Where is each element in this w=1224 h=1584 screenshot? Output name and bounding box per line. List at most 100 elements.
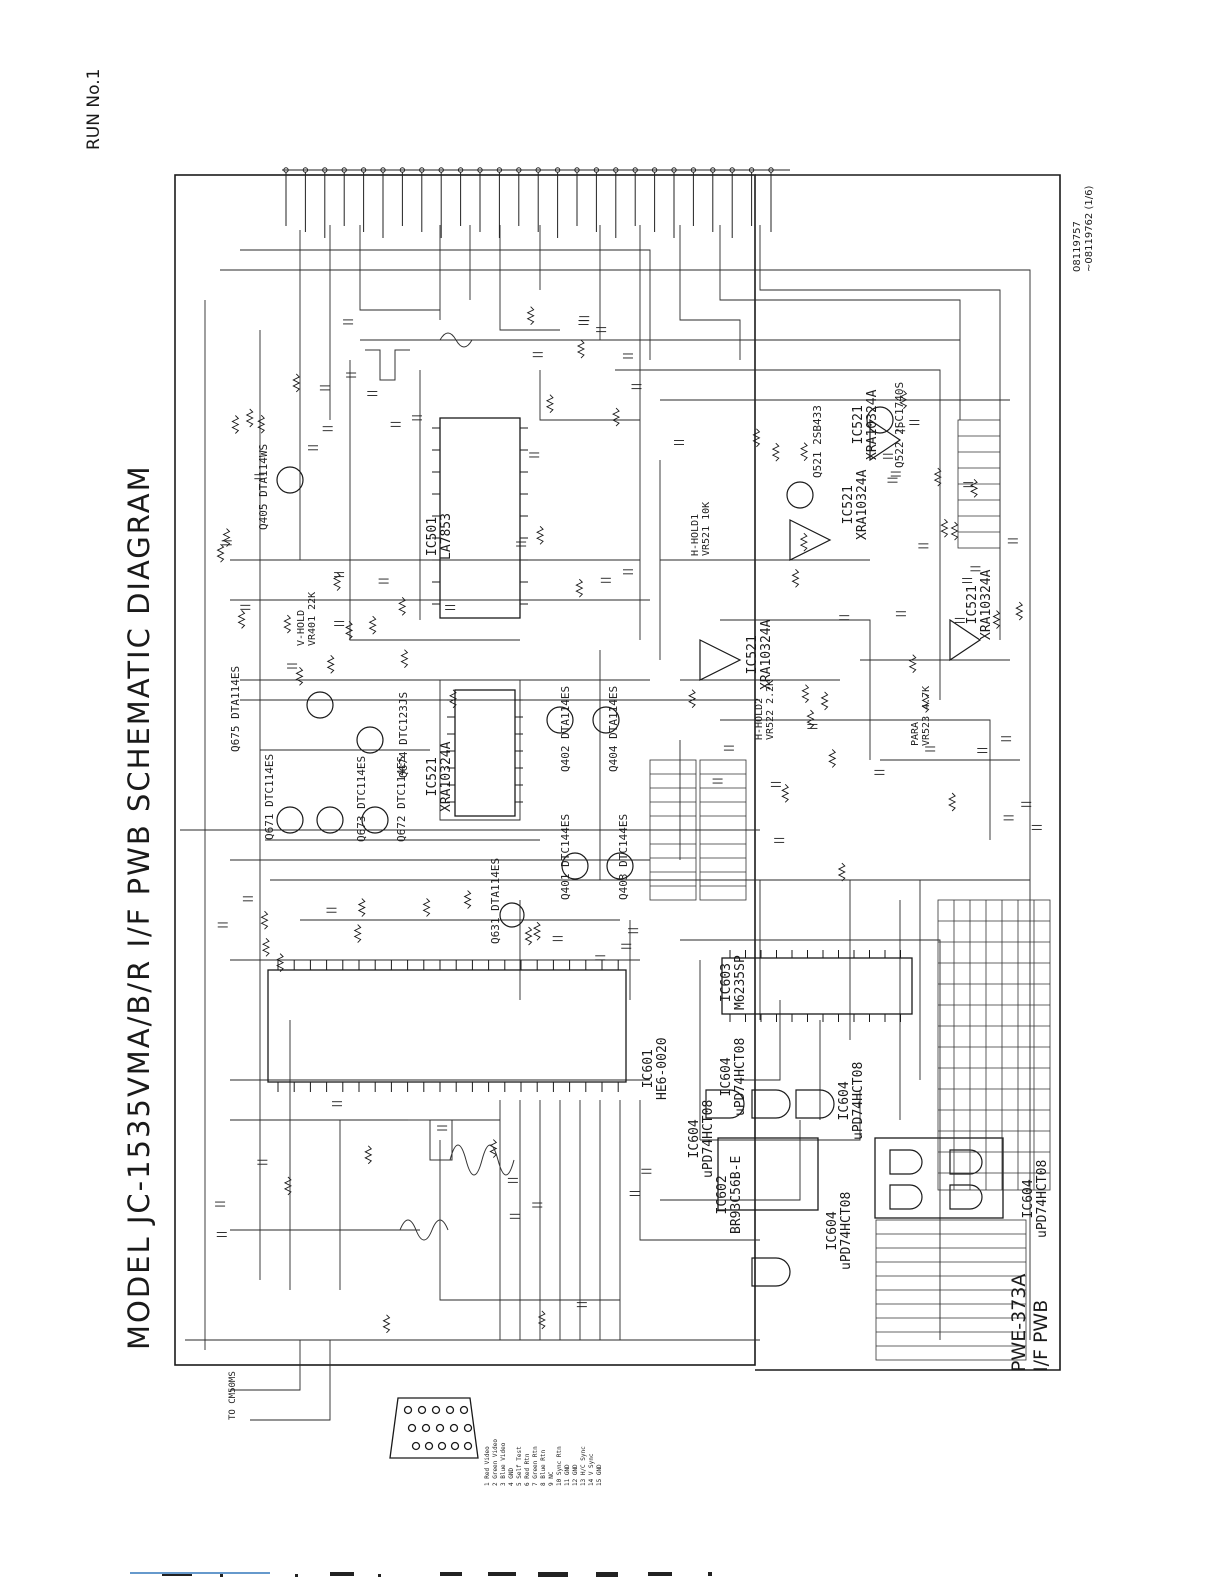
transistor-label: Q405 DTA114WS	[257, 443, 270, 530]
ic-ref: IC604	[837, 1081, 852, 1121]
opamp-symbols	[699, 418, 982, 681]
ic-ref: IC604	[687, 1119, 702, 1159]
ic-part: XRA10324A	[865, 389, 880, 460]
ic521-quad-body	[454, 689, 516, 817]
waveform-sketches	[365, 332, 515, 1241]
control-text: VR401 22K	[307, 591, 318, 646]
board-name: I/F PWB	[1030, 1299, 1052, 1372]
dsub-pin-label: 2 Green Video	[492, 1439, 499, 1486]
ic-ref: IC604	[825, 1211, 840, 1251]
connector-note: TO CM50MS	[228, 1371, 238, 1420]
control-text: H-HOLD2	[754, 697, 765, 740]
dsub-pin-label: 5 Self Test	[516, 1446, 523, 1486]
control-text: H-HOLD1	[690, 513, 701, 556]
ic-ref: IC521	[425, 757, 440, 797]
control-text: VR523 4.7K	[921, 685, 932, 746]
control-text: VR521 10K	[701, 501, 712, 556]
dsub-pin-label: 6 Red Rtn	[524, 1453, 531, 1486]
dsub-pin-label: 3 Blue Video	[500, 1442, 507, 1486]
ic-ref: IC603	[719, 963, 734, 1003]
ic604-quad-body	[874, 1137, 1004, 1219]
ic-ref: IC602	[715, 1175, 730, 1215]
board-id: PWE-373A	[1008, 1273, 1030, 1372]
transistor-label: Q522 2SC1740S	[893, 381, 906, 468]
board-frame	[174, 174, 1061, 1371]
ic-part: BR93C56B-E	[729, 1155, 744, 1234]
dsub-connector	[389, 1397, 479, 1459]
control-text: PARA	[910, 721, 921, 746]
ic-ref: IC501	[425, 516, 440, 557]
ic-ref: IC521	[965, 585, 980, 625]
ic-part: uPD74HCT08	[701, 1099, 716, 1178]
top-connector	[282, 167, 790, 238]
dsub-pin-label: 9 NC	[548, 1471, 555, 1486]
doc-number-line-1: 08119757	[1072, 221, 1083, 272]
control-text: V-HOLD	[296, 609, 307, 646]
transistor-label: Q675 DTA114ES	[229, 665, 242, 752]
scan-footer-marks	[130, 1572, 712, 1577]
dsub-pin-label: 8 Blue Rtn	[540, 1449, 547, 1486]
transistor-label: Q673 DTC114ES	[355, 755, 368, 842]
ic-part: HE6-0020	[655, 1037, 670, 1100]
diagram-title: MODEL JC-1535VMA/B/R I/F PWB SCHEMATIC D…	[122, 464, 156, 1350]
ic601-body	[267, 969, 627, 1083]
transistor-label: Q674 DTC123JS	[397, 691, 410, 778]
ic-part: M6235SP	[733, 955, 748, 1010]
doc-number: 08119757 ~08119762 (1/6)	[1072, 186, 1096, 272]
transistor-label: Q671 DTC114ES	[263, 753, 276, 840]
ic602-body	[717, 1137, 819, 1211]
ic-ref: IC601	[641, 1049, 656, 1089]
run-label: RUN No.1	[84, 68, 104, 150]
ic-part: LA7853	[439, 513, 454, 560]
spec-tables	[649, 419, 1051, 1361]
ic-ref: IC521	[851, 405, 866, 445]
transistor-label: Q404 DTA114ES	[607, 685, 620, 772]
dsub-pin-label: 11 GND	[564, 1464, 571, 1486]
dsub-pin-label: 4 GND	[508, 1467, 515, 1486]
doc-number-line-2: ~08119762 (1/6)	[1084, 185, 1095, 272]
ic-ref: IC604	[1021, 1179, 1036, 1219]
ic-part: uPD74HCT08	[733, 1037, 748, 1116]
dsub-pin-label: 10 Sync Rtn	[556, 1446, 563, 1486]
passive-components	[215, 306, 1042, 1334]
ic-part: XRA10324A	[855, 469, 870, 540]
dsub-pin-label: 1 Red Video	[484, 1446, 491, 1486]
transistor-label: Q631 DTA114ES	[489, 857, 502, 944]
and-gate-symbols	[705, 1089, 983, 1287]
dsub-pin-label: 13 H/C Sync	[580, 1446, 587, 1486]
transistor-label: Q402 DTA114ES	[559, 685, 572, 772]
ic-part: uPD74HCT08	[839, 1191, 854, 1270]
dsub-pin-label: 7 Green Rtn	[532, 1446, 539, 1486]
ic501-body	[439, 417, 521, 619]
ic-part: uPD74HCT08	[1035, 1159, 1050, 1238]
ic-bodies	[267, 417, 1004, 1219]
ic-ref: IC604	[719, 1057, 734, 1097]
ic-part: uPD74HCT08	[851, 1061, 866, 1140]
transistor-label: Q403 DTC144ES	[617, 813, 630, 900]
ic-pins	[277, 427, 901, 1092]
transistor-label: Q521 2SB433	[811, 405, 824, 478]
ic603-body	[721, 957, 913, 1015]
wiring-traces	[180, 225, 1031, 1421]
transistor-label: Q401 DTC144ES	[559, 813, 572, 900]
ic-part: XRA10324A	[439, 741, 454, 812]
dsub-pin-label: 12 GND	[572, 1464, 579, 1486]
